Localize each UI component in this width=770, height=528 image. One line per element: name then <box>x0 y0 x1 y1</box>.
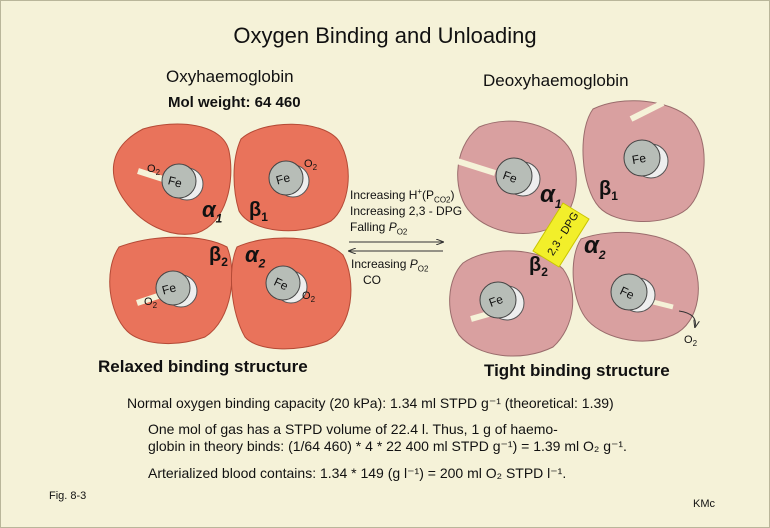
o2-released-label: O2 <box>684 334 698 349</box>
figure-number: Fig. 8-3 <box>49 490 87 502</box>
beta2-label: β2 <box>209 244 228 269</box>
alpha2-label: α2 <box>584 232 606 262</box>
reverse-condition-2: CO <box>363 273 381 287</box>
figure-title: Oxygen Binding and Unloading <box>233 23 537 48</box>
deoxy-heme-1 <box>495 157 541 197</box>
oxy-heme-3 <box>155 270 198 308</box>
o2-label: O2 <box>304 158 318 173</box>
forward-condition-2: Increasing 2,3 - DPG <box>350 204 463 218</box>
author-initials: KMc <box>693 498 715 510</box>
mol-weight-label: Mol weight: 64 460 <box>168 94 301 111</box>
o2-label: O2 <box>144 296 158 311</box>
o2-label: O2 <box>302 290 316 305</box>
beta1-label: β1 <box>249 199 268 224</box>
deoxyhaemoglobin-heading: Deoxyhaemoglobin <box>483 71 629 90</box>
reverse-condition-1: Increasing PO2 <box>351 257 429 274</box>
tight-structure-caption: Tight binding structure <box>484 361 670 380</box>
alpha2-label: α2 <box>245 242 266 271</box>
deoxy-heme-3 <box>479 281 525 321</box>
o2-label: O2 <box>147 163 161 178</box>
oxy-heme-2 <box>268 160 310 198</box>
oxy-heme-4 <box>265 265 308 304</box>
note-arterial-content: Arterialized blood contains: 1.34 * 149 … <box>148 465 567 481</box>
oxyhaemoglobin-heading: Oxyhaemoglobin <box>166 67 294 86</box>
forward-condition-3: Falling PO2 <box>350 220 408 237</box>
beta1-label: β1 <box>599 178 618 203</box>
alpha1-label: α1 <box>540 181 562 211</box>
alpha1-label: α1 <box>202 197 223 226</box>
o2-release-arrow <box>678 310 695 327</box>
forward-condition-1: Increasing H+(PCO2) <box>350 187 455 205</box>
fe-label: Fe <box>630 150 648 168</box>
deoxy-heme-2 <box>623 139 669 179</box>
note-binding-capacity: Normal oxygen binding capacity (20 kPa):… <box>127 395 614 411</box>
relaxed-structure-caption: Relaxed binding structure <box>98 357 308 376</box>
note-theoretical-binding: globin in theory binds: (1/64 460) * 4 *… <box>148 438 627 454</box>
note-mol-volume: One mol of gas has a STPD volume of 22.4… <box>148 421 558 437</box>
beta2-label: β2 <box>529 254 548 279</box>
oxy-heme-1 <box>161 163 204 201</box>
dpg-bridge-bar <box>532 202 590 268</box>
deoxy-heme-4 <box>610 273 656 313</box>
